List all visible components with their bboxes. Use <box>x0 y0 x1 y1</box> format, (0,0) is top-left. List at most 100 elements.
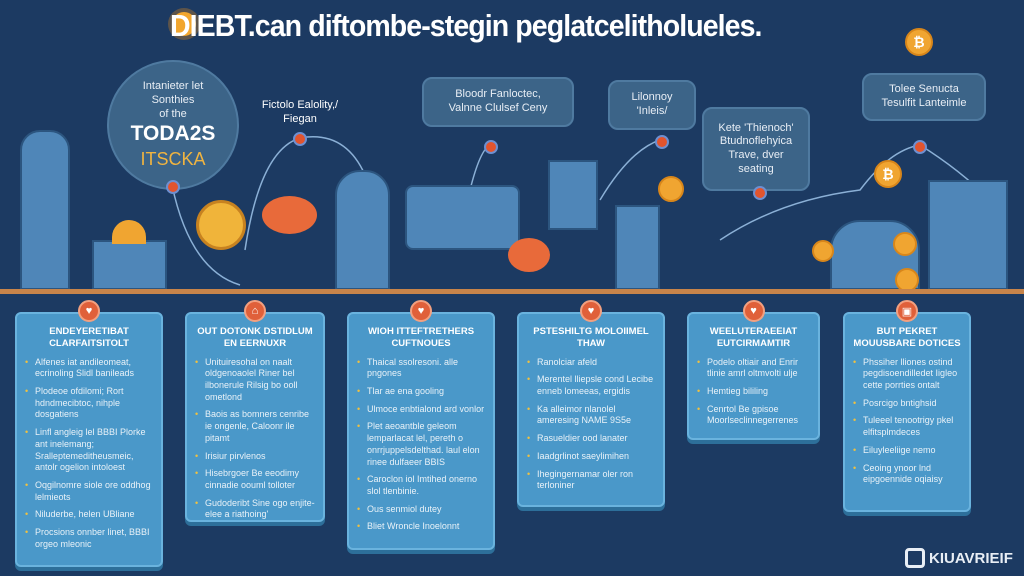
card-item: Iaadgrlinot saeylimihen <box>527 451 655 463</box>
card-item: Phssiher lliones ostind pegdisoendillede… <box>853 357 961 392</box>
callout-text: Trave, dver <box>728 149 784 161</box>
coin-icon <box>812 240 834 262</box>
callout-text: Fictolo Ealolity,/ <box>261 99 339 111</box>
card-title: Psteshiltg Moloiimel Thaw <box>533 326 649 350</box>
gate-tower <box>548 160 598 230</box>
ornate-tower <box>615 205 660 290</box>
callout-accent-text: ITSCKA <box>140 148 206 169</box>
card-item: Cenrtol Be gpisoe Moorlseclinnegerrenes <box>697 404 810 427</box>
node-marker <box>753 186 767 200</box>
callout-text: 'Inleis/ <box>636 105 668 117</box>
info-card: ▣ But Pekret Mouusbare Dotices Phssiher … <box>843 300 971 512</box>
bitcoin-coin-icon: ₿ <box>905 28 933 56</box>
coin-icon <box>658 176 684 202</box>
card-item: Thaical ssolresoni. alle pngones <box>357 357 485 380</box>
card-item: Podelo oltiair and Enrir tlinie amrl olt… <box>697 357 810 380</box>
lantern <box>508 238 550 272</box>
card-item: Irisiur pirvlenos <box>195 451 315 463</box>
card-item: Ceoing ynoor lnd eipgoennide oqiaisy <box>853 463 961 486</box>
lantern <box>262 196 317 234</box>
card-item: Ka alleimor nlanolel ameresing NAME 9S5e <box>527 404 655 427</box>
page-title: DIEBT.can diftombe-stegin peglatcelithol… <box>170 8 762 43</box>
card-item: Bliet Wroncle Inoelonnt <box>357 521 485 533</box>
ground-line <box>0 289 1024 294</box>
callout-box: Lilonnoy 'Inleis/ <box>608 80 696 130</box>
heart-icon: ♥ <box>742 300 765 322</box>
heart-icon: ♥ <box>410 300 432 322</box>
card-item: Niluderbe, helen UBliane <box>25 509 153 521</box>
card-item: Procsions onnber linet, BBBI orgeo mleon… <box>25 527 153 550</box>
callout-text: Fiegan <box>283 113 317 126</box>
brand-logo: KIUAVRIEIF <box>905 548 1013 568</box>
node-marker <box>655 135 669 149</box>
sun-icon <box>172 12 196 36</box>
bitcoin-coin-icon: ₿ <box>874 160 902 188</box>
callout-text: Tolee Senucta <box>889 83 959 96</box>
callout-box: Bloodr Fanloctec, Valnne Clulsef Ceny <box>422 77 574 127</box>
card-title: Wioh Itteftrethers Cuftnoues <box>367 326 475 350</box>
callout-text: Tesulfit Lanteimle <box>881 97 967 109</box>
node-marker <box>913 140 927 154</box>
card-item: Ulmoce enbtialond ard vonlor <box>357 404 485 416</box>
card-item: Hisebrgoer Be eeodimy cinnadie oouml tol… <box>195 468 315 491</box>
tower-building <box>20 130 70 290</box>
node-marker <box>293 132 307 146</box>
card-item: Plet aeoantble geleom lemparlacat lel, p… <box>357 421 485 468</box>
logo-icon <box>905 548 925 568</box>
callout-label: Fictolo Ealolity,/ Fiegan <box>255 98 345 127</box>
card-item: Linfl angleig lel BBBI Plorke ant inelem… <box>25 427 153 474</box>
card-item: Unituiresohal on naalt oldgenoaolel Rine… <box>195 357 315 404</box>
card-item: Posrcigo bntighsid <box>853 398 961 410</box>
info-card: ♥ Psteshiltg Moloiimel Thaw Ranolciar af… <box>517 300 665 507</box>
info-card: ♥ Wioh Itteftrethers Cuftnoues Thaical s… <box>347 300 495 550</box>
logo-text: KIUAVRIEIF <box>929 549 1013 567</box>
card-title: But Pekret Mouusbare Dotices <box>853 326 961 350</box>
globe <box>196 200 246 250</box>
card-item: Plodeoe ofdilomi; Rort hdndmecibtoc, nih… <box>25 386 153 421</box>
card-item: Caroclon iol Imtihed onerno slol tlenbin… <box>357 474 485 497</box>
callout-text: of the <box>159 107 187 120</box>
coin-icon <box>895 268 919 292</box>
card-item: Eiluyleeliige nemo <box>853 445 961 457</box>
callout-box: Kete 'Thienoch' Btudnoflehyica Trave, dv… <box>702 107 810 191</box>
callout-circle: Intanieter let Sonthies of the TODA2S IT… <box>107 60 239 190</box>
heart-icon: ♥ <box>580 300 602 322</box>
card-item: Alfenes iat andileomeat, ecrinoling Slid… <box>25 357 153 380</box>
callout-text: Intanieter let <box>142 80 204 92</box>
card-title: Weeluteraeeiat Eutcirmamtir <box>709 326 798 350</box>
callout-text: seating <box>738 162 774 175</box>
callout-text: Sonthies <box>151 93 195 106</box>
document-icon: ▣ <box>896 300 918 322</box>
clock-tower <box>335 170 390 290</box>
info-card: ♥ Weeluteraeeiat Eutcirmamtir Podelo olt… <box>687 300 820 440</box>
callout-text: Kete 'Thienoch' <box>718 121 794 134</box>
heart-icon: ♥ <box>78 300 100 322</box>
card-item: Baois as bomners cenribe ie ongenle, Cal… <box>195 409 315 444</box>
card-item: Hemtieg bililing <box>697 386 810 398</box>
card-item: Ranolciar afeld <box>527 357 655 369</box>
card-item: Gudoderibt Sine ogo enjite-elee a riatho… <box>195 498 315 521</box>
card-item: Ous senmiol dutey <box>357 504 485 516</box>
coin-icon <box>893 232 917 256</box>
callout-text: Bloodr Fanloctec, <box>455 88 541 101</box>
building-icon: ⌂ <box>244 300 266 322</box>
callout-text: Valnne Clulsef Ceny <box>448 102 548 114</box>
domed-building <box>92 240 167 290</box>
card-item: Ihegingernamar oler ron terloniner <box>527 469 655 492</box>
callout-text: Lilonnoy <box>631 91 673 104</box>
dome <box>112 220 146 244</box>
card-item: Tlar ae ena gooling <box>357 386 485 398</box>
card-title: Out Dotonk Dstidlum En Eernuxr <box>197 326 313 350</box>
monument-building <box>928 180 1008 290</box>
card-title: Endeyeretibat Clarfaitsitolt <box>49 326 129 350</box>
info-card: ⌂ Out Dotonk Dstidlum En Eernuxr Unituir… <box>185 300 325 522</box>
callout-big-text: TODA2S <box>130 122 216 146</box>
info-card: ♥ Endeyeretibat Clarfaitsitolt Alfenes i… <box>15 300 163 567</box>
pavilion <box>405 185 520 250</box>
node-marker <box>484 140 498 154</box>
node-marker <box>166 180 180 194</box>
callout-text: Btudnoflehyica <box>719 135 793 148</box>
card-item: Oqgilnomre siole ore oddhog lelmieots <box>25 480 153 503</box>
card-item: Tuleeel tenootrigy pkel elfitsplmdeces <box>853 415 961 438</box>
card-item: Merentel lliepsle cond Lecibe enneb lome… <box>527 374 655 397</box>
